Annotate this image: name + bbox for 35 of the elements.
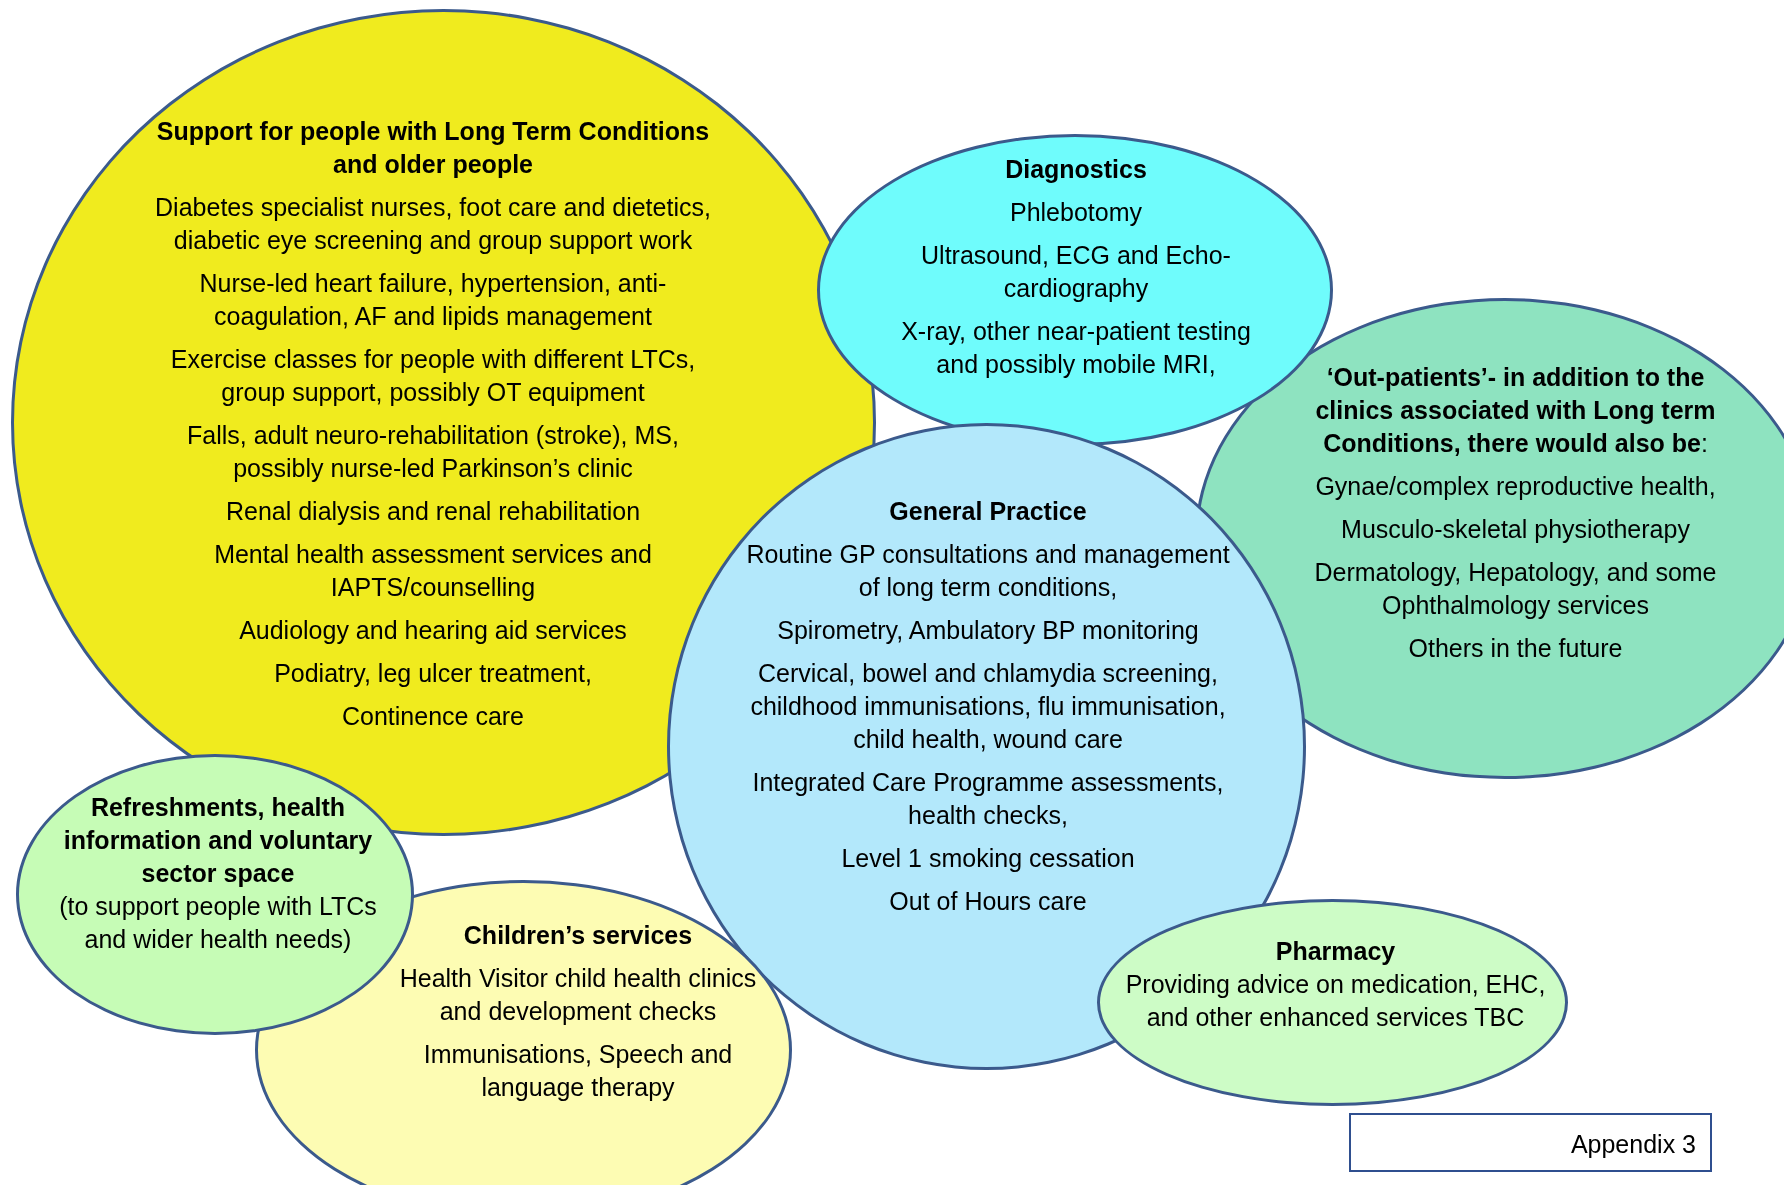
service-text: Routine GP consultations and management of long term conditions, — [745, 539, 1231, 603]
service-text: Phlebotomy — [1009, 197, 1143, 228]
service-text: Immunisations, Speech and language therapy — [422, 1039, 734, 1103]
service-text: Falls, adult neuro-rehabilitation (stroke), MS, possibly nurse-led Parkinson’s clinic — [186, 420, 680, 484]
service-text: Exercise classes for people with different LTCs, group support, possibly OT equipment — [169, 344, 697, 408]
service-text: Out of Hours care — [888, 886, 1088, 917]
service-text: Gynae/complex reproductive health, — [1314, 471, 1717, 502]
service-text: Renal dialysis and renal rehabilitation — [224, 496, 642, 527]
service-text: Health Visitor child health clinics and development checks — [398, 963, 758, 1027]
service-text: Diabetes specialist nurses, foot care and dietetics, diabetic eye screening and group support work — [154, 192, 712, 256]
heading: Children’s services — [462, 920, 694, 951]
service-text: Providing advice on medication, EHC, and other enhanced services TBC — [1124, 969, 1547, 1033]
service-text: Podiatry, leg ulcer treatment, — [273, 658, 593, 689]
service-text: Continence care — [340, 701, 526, 732]
service-text: Musculo-skeletal physiotherapy — [1340, 514, 1691, 545]
service-text: Others in the future — [1407, 633, 1624, 664]
service-text: ‘Out-patients’- in addition to the clinics associated with Long term Conditions, there would also be: — [1314, 362, 1717, 459]
heading: General Practice — [888, 496, 1088, 527]
service-text: Level 1 smoking cessation — [840, 843, 1136, 874]
service-text: Integrated Care Programme assessments, health checks, — [751, 767, 1225, 831]
service-text: Ultrasound, ECG and Echo-cardiography — [920, 240, 1232, 304]
service-text: Mental health assessment services and IAPTS/counselling — [213, 539, 653, 603]
service-text: (to support people with LTCs and wider health needs) — [58, 891, 378, 955]
service-text: Appendix 3 — [1569, 1129, 1696, 1160]
service-text: Nurse-led heart failure, hypertension, anti-coagulation, AF and lipids management — [198, 268, 668, 332]
heading: Refreshments, health information and voluntary sector space — [62, 792, 374, 889]
service-text: Cervical, bowel and chlamydia screening, childhood immunisations, flu immunisation, child health, wound care — [749, 658, 1227, 755]
appendix-label-box — [1349, 1113, 1712, 1172]
heading: Diagnostics — [1004, 154, 1148, 185]
heading: Pharmacy — [1274, 936, 1397, 967]
service-text: Dermatology, Hepatology, and some Ophthalmology services — [1313, 557, 1718, 621]
heading: Support for people with Long Term Conditions and older people — [155, 116, 711, 180]
service-text: Spirometry, Ambulatory BP monitoring — [776, 615, 1200, 646]
service-text: X-ray, other near-patient testing and possibly mobile MRI, — [900, 316, 1252, 380]
service-text: Audiology and hearing aid services — [238, 615, 628, 646]
